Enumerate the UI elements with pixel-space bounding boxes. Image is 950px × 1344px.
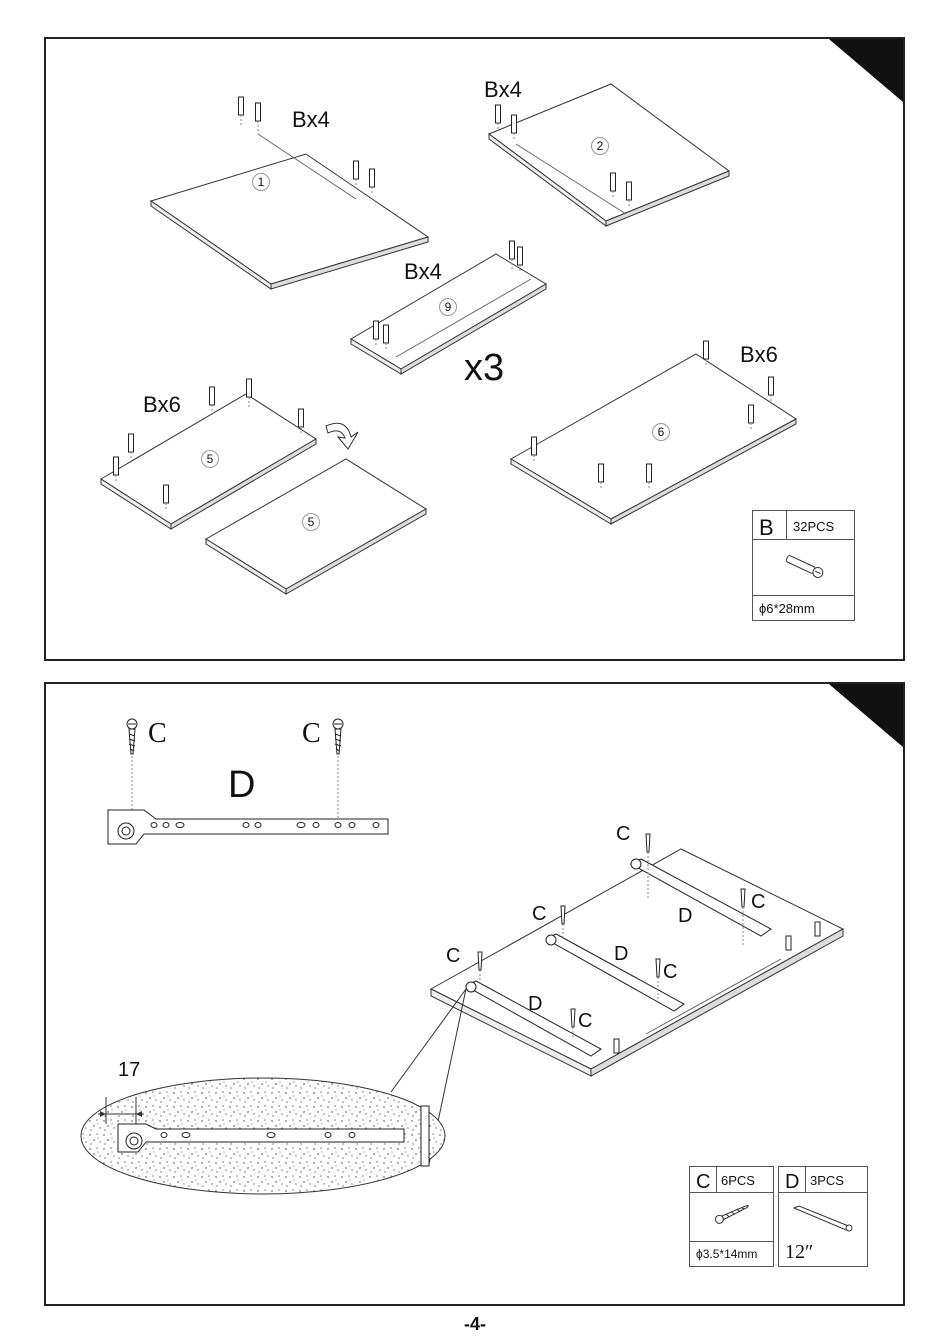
part-number-9: 9	[439, 298, 457, 316]
dowel-b-icon	[775, 555, 835, 579]
screw-c-icon	[708, 1201, 758, 1225]
part-number-5a: 5	[201, 450, 219, 468]
legend-c-spec: ϕ3.5*14mm	[696, 1247, 757, 1261]
b-label-board-6: Bx6	[740, 344, 778, 366]
assembly-step-panel-2: C C D C C C C C C D D D 17 C 6PCS ϕ3.5*1…	[44, 682, 905, 1306]
d-label-2: D	[614, 944, 628, 964]
legend-b-spec: ϕ6*28mm	[759, 601, 815, 616]
c-label-6: C	[578, 1011, 592, 1031]
c-label-1: C	[616, 824, 630, 844]
c-label-4: C	[663, 962, 677, 982]
b-label-board-1: Bx4	[292, 109, 330, 131]
part-number-5b: 5	[302, 513, 320, 531]
part-number-1: 1	[252, 173, 270, 191]
panel2-drawing	[46, 684, 905, 1306]
part-number-2: 2	[591, 137, 609, 155]
c-label-2: C	[751, 892, 765, 912]
screw-c-left-label: C	[148, 720, 167, 748]
screw-c-left-icon	[127, 719, 137, 822]
legend-b-quantity: 32PCS	[793, 519, 834, 534]
board-6	[511, 354, 796, 524]
page-number: -4-	[0, 1314, 950, 1335]
assembly-step-panel-1: Bx4 Bx4 Bx4 Bx6 Bx6 x3 1 2 9 5 5 6 B 32P…	[44, 37, 905, 661]
legend-part-b: B 32PCS ϕ6*28mm	[752, 510, 855, 621]
legend-d-spec: 12″	[785, 1241, 813, 1264]
legend-c-quantity: 6PCS	[721, 1173, 755, 1188]
legend-b-code: B	[759, 515, 774, 541]
board-with-rails	[431, 834, 843, 1076]
legend-c-code: C	[696, 1171, 710, 1194]
drawer-rail-d-icon	[108, 810, 388, 844]
dimension-label: 17	[118, 1060, 140, 1080]
d-label-3: D	[528, 994, 542, 1014]
legend-part-c: C 6PCS ϕ3.5*14mm	[689, 1166, 774, 1267]
board-2	[489, 84, 729, 226]
flip-arrow-icon	[326, 423, 358, 449]
b-label-board-5: Bx6	[143, 394, 181, 416]
part-number-6: 6	[652, 423, 670, 441]
quantity-multiplier: x3	[464, 349, 504, 387]
c-label-5: C	[446, 946, 460, 966]
screw-c-right-label: C	[302, 720, 321, 748]
rail-d-icon	[789, 1203, 859, 1233]
b-label-board-2: Bx4	[484, 79, 522, 101]
d-label-1: D	[678, 906, 692, 926]
legend-d-quantity: 3PCS	[810, 1173, 844, 1188]
legend-d-code: D	[785, 1171, 799, 1194]
rail-d-label: D	[228, 766, 255, 804]
board-1	[151, 134, 428, 289]
screw-c-right-icon	[333, 719, 343, 822]
legend-part-d: D 3PCS 12″	[778, 1166, 868, 1267]
c-label-3: C	[532, 904, 546, 924]
b-label-board-9: Bx4	[404, 261, 442, 283]
detail-zoom-oval	[81, 1078, 445, 1194]
